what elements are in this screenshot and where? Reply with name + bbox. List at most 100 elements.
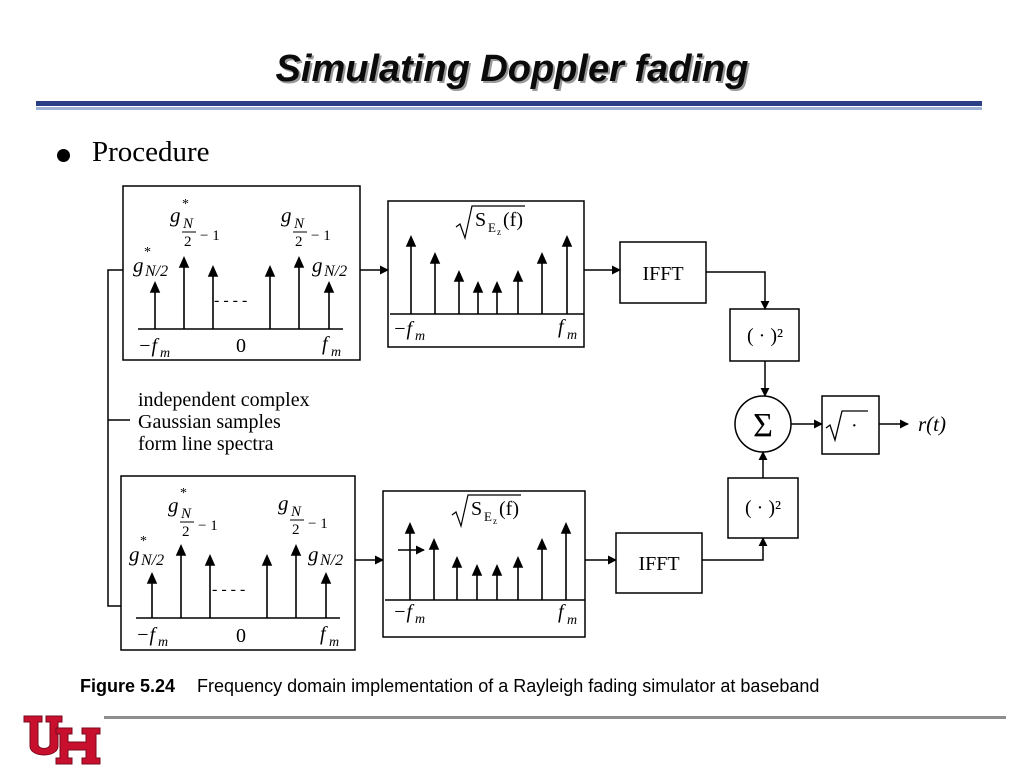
figure-caption: Figure 5.24 Frequency domain implementati… [80,676,819,697]
line-spectrum-spike-bottom-head [261,554,273,566]
svg-text:− 1: − 1 [198,518,218,534]
figure-number: Figure 5.24 [80,676,176,696]
filtered-spectrum-spike-bottom-head [536,538,548,550]
svg-text:*: * [182,197,189,212]
title-divider [36,101,982,111]
line-spectrum-spike-bottom-head [204,554,216,566]
svg-text:m: m [331,345,341,360]
svg-text:(f): (f) [499,498,519,520]
svg-text:S: S [471,498,482,520]
filtered-spectrum-spike-top-head [491,281,503,293]
svg-text:m: m [567,613,577,628]
note-line-3: form line spectra [138,433,274,455]
svg-text:E: E [484,509,492,524]
svg-text:(f): (f) [503,209,523,231]
svg-text:m: m [329,635,339,650]
svg-text:*: * [140,534,147,549]
svg-text:N: N [290,504,302,520]
line-spectrum-spike-bottom-head [290,544,302,556]
axis-neg-fm-label: −f [393,601,414,623]
g-conj-n-half-label: g [133,253,144,277]
bullet-procedure: Procedure [92,136,210,168]
g-conj-n-half-label: g [129,542,140,566]
svg-text:z: z [497,227,501,237]
svg-text:E: E [488,220,496,235]
svg-text:N/2: N/2 [323,263,347,280]
sqrt-sign-icon [825,410,868,443]
line-spectrum-spike-top-head [178,256,190,268]
g-n-half-minus-one-label: g [281,203,292,227]
filtered-spectrum-spike-top-head [561,235,573,247]
sum-symbol: Σ [753,407,773,444]
svg-text:N: N [293,216,305,232]
filtered-spectrum-spike-bottom-head [428,538,440,550]
axis-neg-fm-label: −f [136,624,157,646]
line-spectrum-spike-top-head [323,281,335,293]
svg-text:2: 2 [182,524,190,540]
svg-text:− 1: − 1 [311,228,331,244]
filtered-spectrum-spike-top-head [536,252,548,264]
line-spectra-box-bottom [120,475,356,651]
line-spectrum-spike-top-head [264,265,276,277]
svg-text:z: z [493,516,497,526]
filtered-spectrum-spike-top-head [429,252,441,264]
line-spectrum-spike-top-head [293,256,305,268]
slide-title: Simulating Doppler fading [275,48,749,90]
line-spectra-box-top [122,185,361,361]
filtered-spectrum-spike-bottom-head [560,522,572,534]
line-spectrum-spike-bottom-head [175,544,187,556]
doppler-filter-label-top: S E z (f) [455,205,525,241]
svg-text:m: m [415,612,425,627]
bullet-icon [57,149,70,162]
line-spectrum-spike-bottom-head [320,572,332,584]
svg-text:N/2: N/2 [140,552,164,569]
note-line-2: Gaussian samples [138,411,281,433]
note-line-1: independent complex [138,389,310,411]
g-conj-n-half-minus-one-label: g [170,203,181,227]
axis-pos-fm-label: f [320,623,328,645]
g-n-half-label: g [308,542,319,566]
axis-pos-fm-label: f [558,601,566,623]
footer-divider [104,716,1006,719]
ifft-label-top: IFFT [642,263,683,285]
svg-text:2: 2 [292,522,300,538]
line-spectrum-spike-top-head [207,265,219,277]
axis-pos-fm-label: f [322,333,330,355]
g-n-half-minus-one-label: g [278,491,289,515]
square-label-top: ( · )² [747,325,783,347]
filtered-spectrum-spike-bottom-head [491,564,503,576]
g-n-half-label: g [312,253,323,277]
svg-text:*: * [144,245,151,260]
axis-pos-fm-label: f [558,316,566,338]
svg-text:m: m [567,328,577,343]
svg-text:m: m [160,346,170,361]
axis-neg-fm-label: −f [393,318,414,340]
filtered-spectrum-spike-top-head [512,270,524,282]
spectrum-ellipsis: - - - - [212,581,245,598]
svg-text:m: m [158,635,168,650]
sqrt-sign-icon [451,494,521,529]
uh-logo-icon [23,715,101,765]
line-spectrum-spike-bottom-head [146,572,158,584]
filtered-spectrum-spike-top-head [405,235,417,247]
filtered-spectrum-spike-bottom-head [471,564,483,576]
svg-text:N/2: N/2 [144,263,168,280]
filtered-spectrum-spike-bottom-head [404,522,416,534]
doppler-filter-label-bottom: S E z (f) [451,494,521,529]
svg-text:S: S [475,209,486,231]
filtered-spectrum-spike-top-head [453,270,465,282]
svg-text:*: * [180,486,187,501]
figure-caption-text: Frequency domain implementation of a Ray… [197,676,820,696]
sqrt-box-dot: · [851,415,858,437]
ifft-label-bottom: IFFT [638,553,679,575]
filtered-spectrum-spike-top-head [472,281,484,293]
svg-text:N: N [182,216,194,232]
filtered-spectrum-spike-bottom-head [451,556,463,568]
svg-text:2: 2 [184,234,192,250]
g-conj-n-half-minus-one-label: g [168,493,179,517]
svg-text:− 1: − 1 [200,228,220,244]
svg-text:N: N [180,506,192,522]
svg-text:− 1: − 1 [308,516,328,532]
svg-text:N/2: N/2 [319,552,343,569]
